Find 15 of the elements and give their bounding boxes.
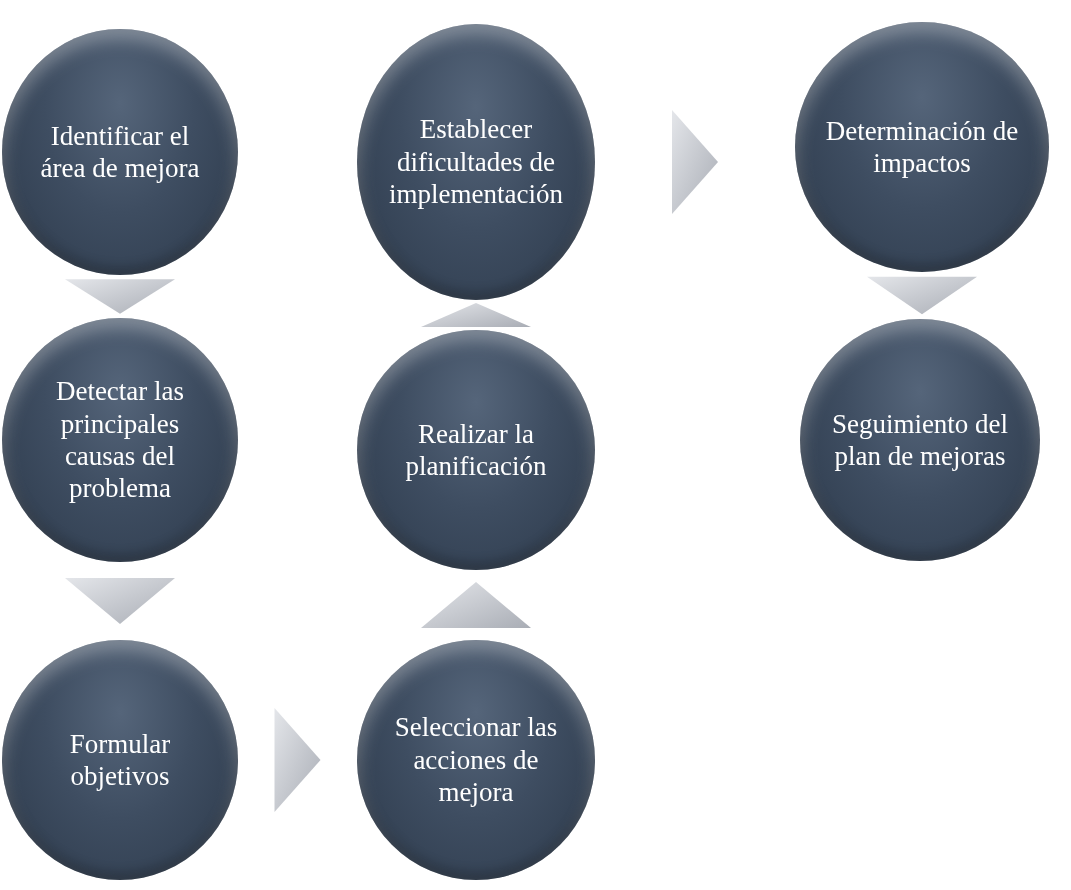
arrow bbox=[65, 578, 175, 624]
step-label: Formular objetivos bbox=[68, 727, 172, 793]
arrow bbox=[421, 582, 531, 628]
step-label: Establecer dificultades de implementación bbox=[388, 113, 564, 211]
step-label: Detectar las principales causas del problema bbox=[54, 375, 186, 505]
step-label: Seleccionar las acciones de mejora bbox=[393, 711, 559, 809]
step-label: Realizar la planificación bbox=[404, 417, 548, 483]
arrow bbox=[421, 303, 531, 327]
step-label: Determinación de impactos bbox=[824, 114, 1020, 180]
arrow bbox=[65, 279, 175, 314]
step-label: Identificar el área de mejora bbox=[39, 119, 201, 185]
step-label: Seguimiento del plan de mejoras bbox=[830, 407, 1010, 473]
arrow bbox=[672, 110, 718, 214]
arrow bbox=[867, 276, 977, 315]
arrow bbox=[274, 708, 321, 812]
